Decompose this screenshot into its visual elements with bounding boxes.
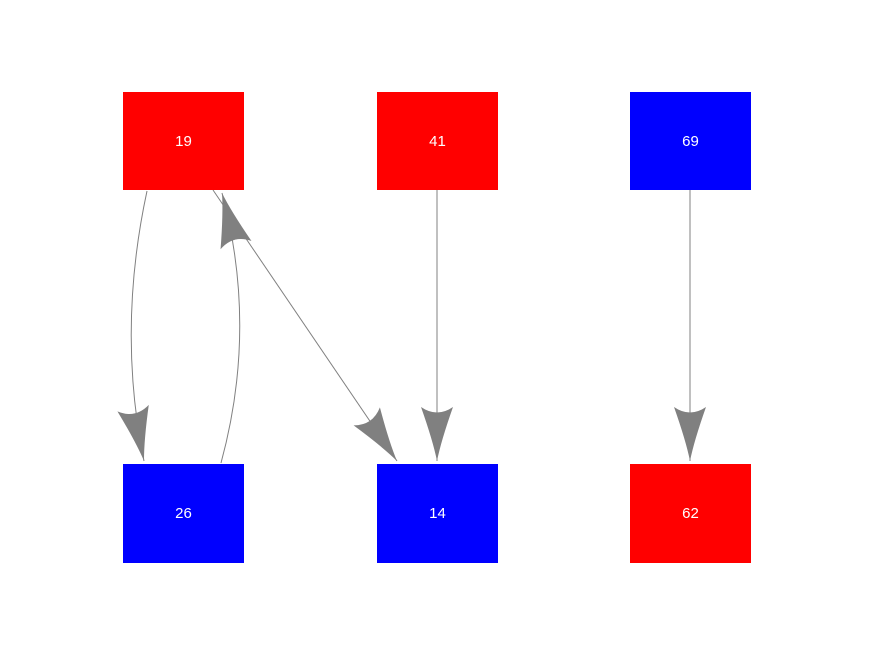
node-label: 14 <box>429 505 446 522</box>
node-69: 69 <box>630 92 751 190</box>
node-62: 62 <box>630 464 751 563</box>
node-26: 26 <box>123 464 244 563</box>
edge-group <box>117 189 706 464</box>
edge-19-to-26 <box>117 190 149 462</box>
node-label: 41 <box>429 132 446 150</box>
node-41: 41 <box>377 92 498 190</box>
node-label: 69 <box>682 132 699 150</box>
node-14: 14 <box>377 464 498 563</box>
node-19: 19 <box>123 92 244 190</box>
node-label: 26 <box>175 505 192 522</box>
node-label: 62 <box>682 505 699 522</box>
node-label: 19 <box>175 132 192 150</box>
edge-26-to-19 <box>220 192 252 464</box>
